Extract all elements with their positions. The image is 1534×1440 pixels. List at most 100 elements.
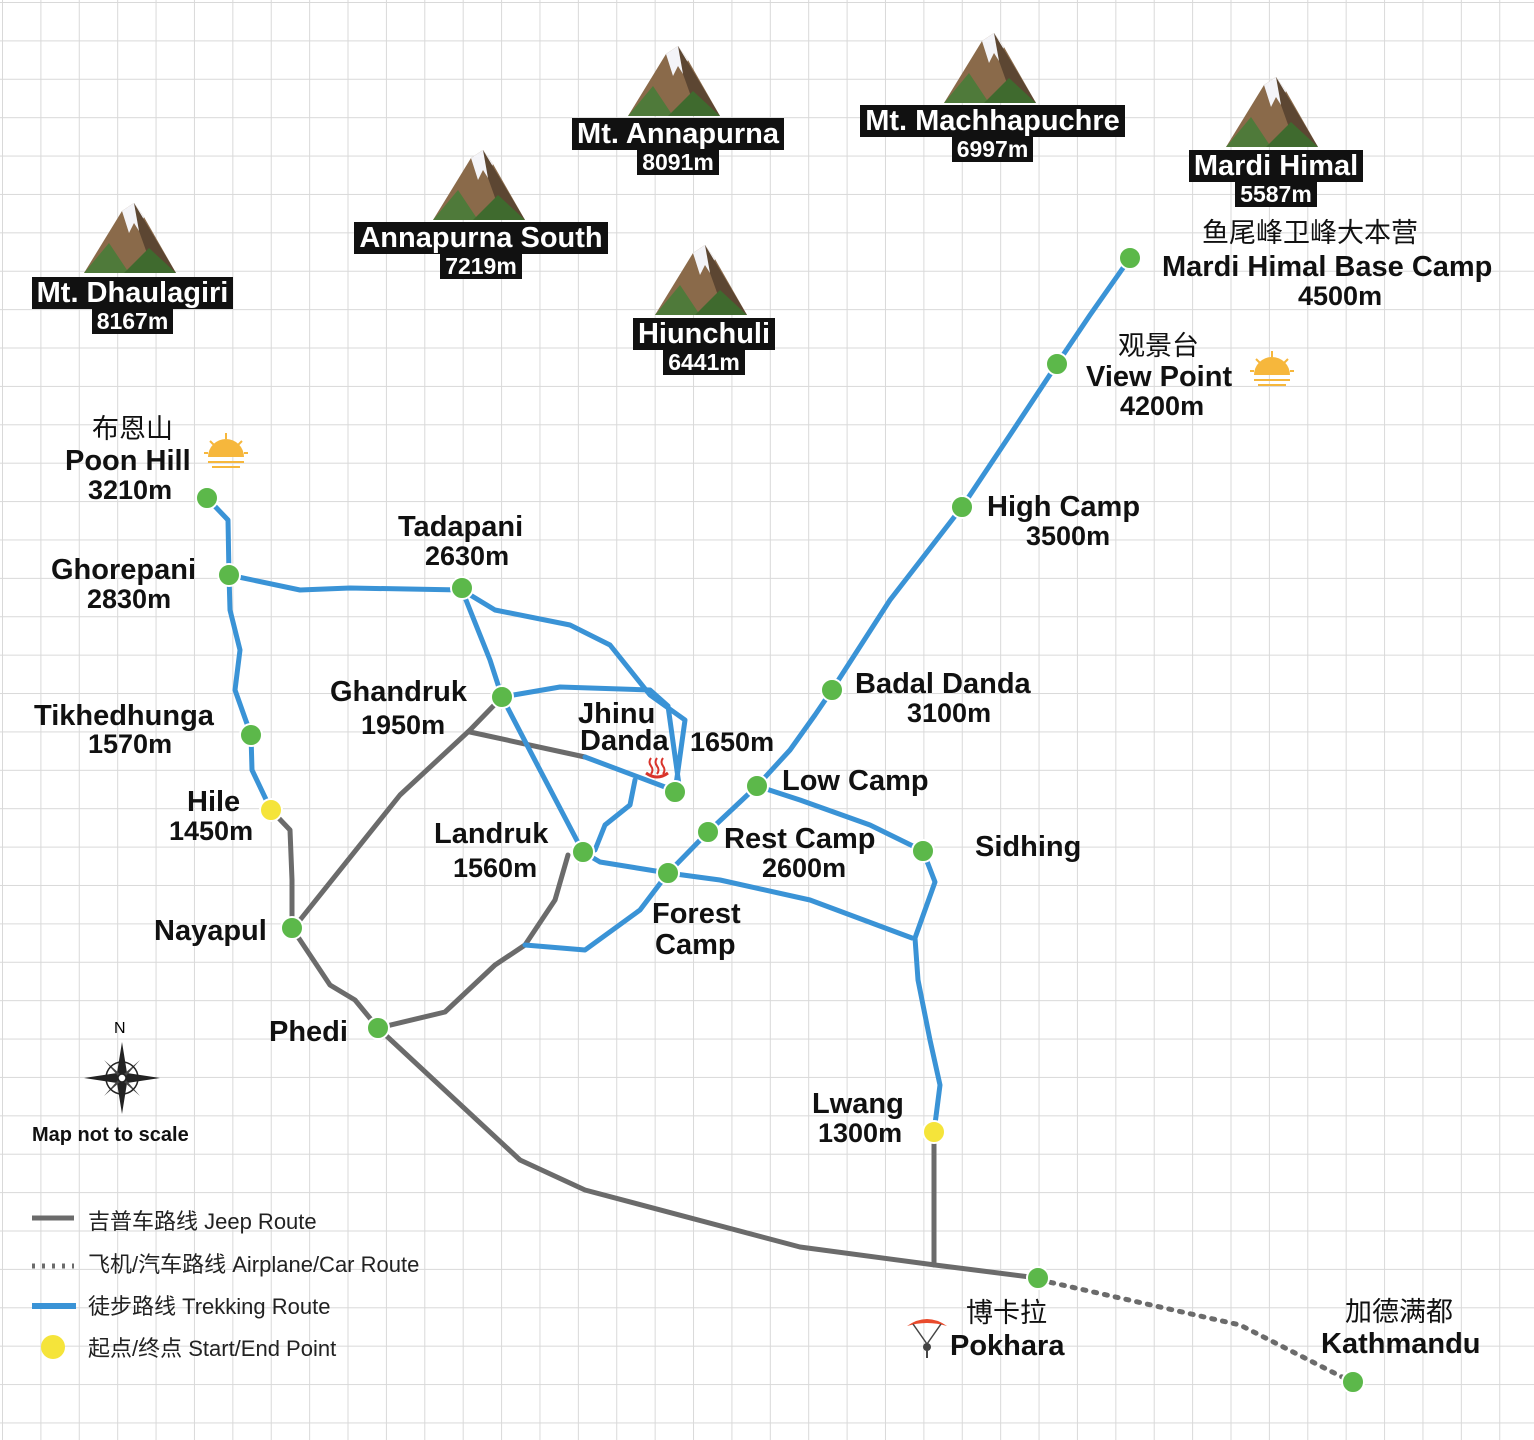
hile-name: Hile [187, 786, 241, 818]
peak-label-mardi-himal: Mardi Himal 5587m [1180, 150, 1372, 207]
peak-elevation: 7219m [440, 254, 522, 279]
sunrise-icon [1250, 351, 1294, 386]
node-ghorepani [217, 563, 241, 587]
mardi-base-elev: 4500m [1298, 281, 1383, 311]
peak-name: Mt. Annapurna [572, 118, 784, 151]
lwang-elev: 1300m [818, 1118, 903, 1148]
node-view-point [1045, 352, 1069, 376]
map-scale-note: Map not to scale [32, 1124, 189, 1146]
tadapani-name: Tadapani [398, 511, 524, 543]
legend-swatch-start [41, 1335, 65, 1359]
lwang-name: Lwang [812, 1088, 904, 1120]
node-badal-danda [820, 678, 844, 702]
mountain-icon [655, 245, 747, 315]
compass-north-label: N [114, 1020, 126, 1037]
view-point-cn: 观景台 [1118, 331, 1199, 361]
pokhara-name: Pokhara [950, 1330, 1065, 1362]
ghorepani-elev: 2830m [87, 584, 172, 614]
low-camp-name: Low Camp [782, 765, 929, 797]
mountain-icon [628, 46, 720, 116]
peak-name: Mt. Machhapuchre [860, 105, 1125, 138]
trek-route-view-base [1054, 255, 1133, 367]
peak-elevation: 5587m [1235, 182, 1317, 207]
view-point-name: View Point [1086, 361, 1233, 393]
compass-rose-icon [84, 1042, 160, 1114]
peak-elevation: 8091m [637, 150, 719, 175]
trek-route-tadapani-ghandruk [459, 587, 505, 700]
node-mardi-base [1118, 246, 1142, 270]
trek-route-ghorepani-tadapani [226, 572, 465, 593]
node-hile [259, 798, 283, 822]
jeep-route-phedi-pokhara [375, 1025, 1041, 1281]
legend-label: 吉普车路线 Jeep Route [88, 1209, 317, 1234]
phedi-name: Phedi [269, 1016, 348, 1048]
legend-label: 徒步路线 Trekking Route [88, 1294, 331, 1319]
tadapani-elev: 2630m [425, 541, 510, 571]
tikhedhunga-name: Tikhedhunga [34, 700, 214, 732]
trek-routes [204, 255, 1133, 1135]
sunrise-icon [204, 433, 248, 468]
legend-label: 飞机/汽车路线 Airplane/Car Route [88, 1252, 420, 1277]
poon-hill-name: Poon Hill [65, 445, 191, 477]
peak-elevation: 8167m [91, 309, 174, 334]
badal-danda-elev: 3100m [907, 698, 992, 728]
ghandruk-elev: 1950m [361, 710, 446, 740]
legend-label: 起点/终点 Start/End Point [88, 1336, 337, 1361]
node-kathmandu [1341, 1370, 1365, 1394]
legend-item-jeep: 吉普车路线 Jeep Route [88, 1206, 317, 1234]
peak-label-hiunchuli: Hiunchuli 6441m [628, 318, 780, 375]
jhinu-danda-elev: 1650m [690, 727, 775, 757]
trek-route-high-view [959, 361, 1060, 510]
peak-elevation: 6997m [951, 137, 1034, 162]
trek-route-ghandruk-jhinu-north [499, 684, 683, 795]
node-tikhedhunga [239, 723, 263, 747]
high-camp-elev: 3500m [1026, 521, 1111, 551]
kathmandu-name: Kathmandu [1321, 1328, 1481, 1360]
peak-label-machhapuchre: Mt. Machhapuchre 6997m [850, 105, 1135, 162]
node-lwang [922, 1120, 946, 1144]
jeep-route-phedi-landruk [375, 852, 571, 1031]
trek-route-badal-high [829, 504, 965, 693]
node-landruk [571, 840, 595, 864]
trek-route-tadapani-jhinu-east [459, 587, 688, 795]
peak-elevation: 6441m [663, 350, 745, 375]
mardi-base-name: Mardi Himal Base Camp [1162, 251, 1493, 283]
pokhara-cn: 博卡拉 [966, 1298, 1047, 1328]
jhinu-danda-name-1: Jhinu [578, 698, 656, 730]
peak-name: Mt. Dhaulagiri [31, 277, 234, 310]
tikhedhunga-elev: 1570m [88, 729, 173, 759]
mountain-icon [944, 33, 1036, 103]
node-poon-hill [195, 486, 219, 510]
peak-label-annapurna: Mt. Annapurna 8091m [562, 118, 794, 175]
trek-route-jhinu-west [582, 754, 668, 790]
ghandruk-name: Ghandruk [330, 676, 467, 708]
poon-hill-cn: 布恩山 [92, 414, 173, 444]
air-route-pokhara-kathmandu [1037, 1277, 1355, 1385]
node-pokhara [1026, 1266, 1050, 1290]
trek-route-jhinu-landruk [592, 777, 638, 853]
node-jhinu-danda [663, 780, 687, 804]
jeep-route-nayapul-ghandruk [297, 694, 505, 923]
node-low-camp [745, 774, 769, 798]
node-tadapani [450, 576, 474, 600]
trek-route-sidhing-lwang [912, 848, 943, 1135]
node-rest-camp [696, 820, 720, 844]
jeep-route-hile-nayapul [268, 807, 295, 931]
peak-label-annapurna-south: Annapurna South 7219m [347, 222, 615, 279]
trek-route-forest-sidhing-link [665, 870, 915, 941]
node-high-camp [950, 495, 974, 519]
forest-camp-name-2: Camp [655, 929, 736, 961]
trek-route-landruk-forest [580, 849, 671, 876]
forest-camp-name-1: Forest [652, 898, 741, 930]
mardi-base-cn: 鱼尾峰卫峰大本营 [1202, 218, 1418, 248]
trek-route-low-sidhing [754, 783, 926, 854]
node-nayapul [280, 916, 304, 940]
legend-item-trek: 徒步路线 Trekking Route [88, 1291, 330, 1319]
sidhing-name: Sidhing [975, 831, 1082, 863]
ghorepani-name: Ghorepani [51, 554, 197, 586]
trek-route-low-badal [754, 687, 835, 789]
landruk-name: Landruk [434, 818, 549, 850]
jeep-route-nayapul-phedi [289, 925, 381, 1031]
poon-hill-elev: 3210m [88, 475, 173, 505]
